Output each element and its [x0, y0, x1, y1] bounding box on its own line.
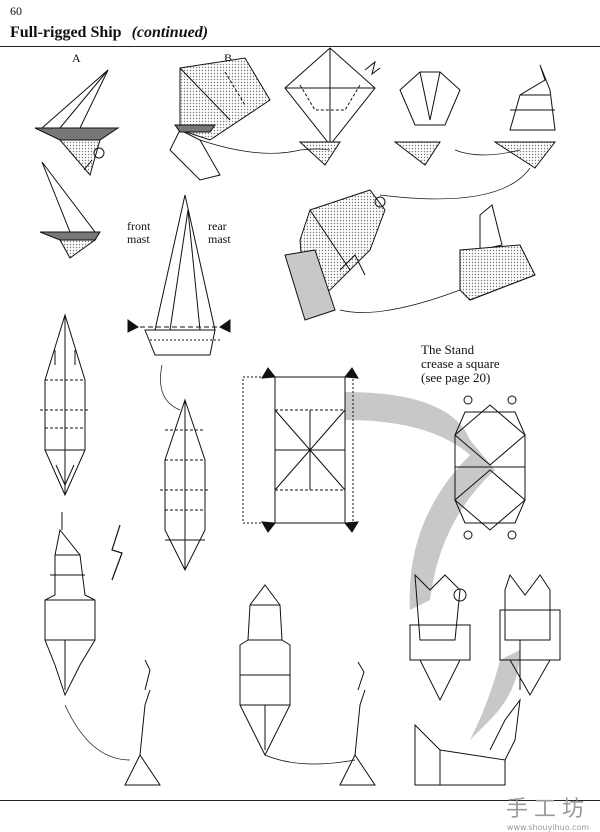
title-text: Full-rigged Ship — [10, 24, 122, 41]
watermark: 手工坊 www.shouyihuo.com — [506, 791, 590, 832]
flow-line-bottom-mid — [264, 754, 356, 765]
watermark-url: www.shouyihuo.com — [506, 823, 590, 832]
left-mast-unfolded — [40, 313, 90, 497]
flow-line-top-2 — [454, 149, 521, 156]
zigzag-left — [111, 524, 123, 581]
stand-fold-left — [409, 573, 471, 702]
stand-fold-right — [499, 573, 561, 697]
flow-line-top — [199, 139, 331, 154]
watermark-chars: 手工坊 — [505, 797, 590, 822]
middle-mast-unfolded — [160, 398, 210, 572]
front-mast-line1: front — [127, 219, 151, 233]
header-rule — [0, 46, 600, 47]
step-f-fold — [284, 189, 386, 321]
flow-line-mid — [339, 289, 461, 313]
middle-mast-folded — [239, 584, 291, 757]
stand-guide-arc — [345, 392, 495, 610]
middle-base-triangle — [339, 661, 376, 786]
stand-square — [242, 367, 359, 533]
step-a-sailboat — [34, 69, 120, 177]
stand-caption: The Stand crease a square (see page 20) — [421, 343, 500, 385]
left-mast-folded — [44, 512, 96, 697]
step-label-b: B — [224, 51, 233, 65]
stand-final — [414, 698, 521, 786]
stand-title: The Stand — [421, 342, 475, 357]
flow-line-masts — [160, 364, 181, 411]
step-c-kite — [284, 47, 381, 166]
stand-reference: (see page 20) — [421, 370, 491, 385]
front-mast-line2: mast — [127, 232, 150, 246]
left-base-triangle — [124, 659, 161, 786]
stand-diamond — [454, 395, 526, 540]
rear-mast-line1: rear — [208, 219, 227, 233]
stand-guide-arc-lower — [470, 650, 520, 740]
rear-mast-line2: mast — [208, 232, 231, 246]
front-mast-label: front mast — [127, 220, 150, 246]
flow-line-top-3 — [379, 167, 531, 200]
step-a-result — [39, 161, 101, 259]
flow-line-bottom-left — [64, 704, 131, 761]
step-g-boat — [459, 204, 536, 301]
footer-rule — [0, 800, 600, 801]
stand-instruction: crease a square — [421, 356, 500, 371]
title-continued: (continued) — [131, 24, 209, 41]
step-label-a: A — [72, 51, 81, 65]
step-b-fold — [169, 57, 271, 181]
step-d-kite — [393, 71, 461, 166]
front-and-rear-masts — [127, 194, 231, 356]
page-title: Full-rigged Ship (continued) — [10, 24, 208, 42]
rear-mast-label: rear mast — [208, 220, 231, 246]
page-number: 60 — [10, 4, 22, 18]
step-e-boat — [493, 64, 557, 169]
